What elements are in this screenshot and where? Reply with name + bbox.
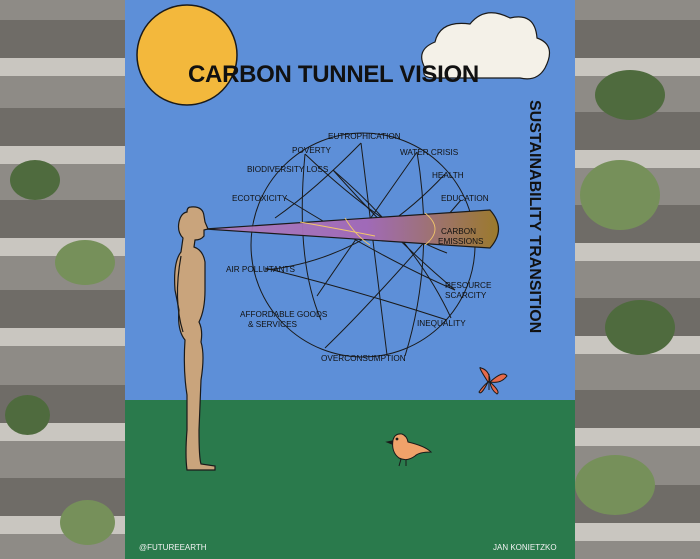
issue-water-crisis: WATER CRISIS <box>400 148 459 157</box>
issue-resource-scarcity-line2: SCARCITY <box>445 291 487 300</box>
issue-biodiversity-loss: BIODIVERSITY LOSS <box>247 165 329 174</box>
issue-labels: EUTROPHICATION WATER CRISIS POVERTY BIOD… <box>226 132 492 363</box>
focus-label-line2: EMISSIONS <box>438 237 484 246</box>
issue-overconsumption: OVERCONSUMPTION <box>321 354 406 363</box>
issue-air-pollutants: AIR POLLUTANTS <box>226 265 296 274</box>
credit-right: JAN KONIETZKO <box>493 543 557 552</box>
poster-illustration: CARBON TUNNEL VISION SUSTAINABILITY TRAN… <box>125 0 575 559</box>
issue-education: EDUCATION <box>441 194 489 203</box>
issue-inequality: INEQUALITY <box>417 319 466 328</box>
ground <box>125 400 575 559</box>
poster: CARBON TUNNEL VISION SUSTAINABILITY TRAN… <box>125 0 575 559</box>
poster-title: CARBON TUNNEL VISION <box>188 61 479 88</box>
credit-left: @FUTUREEARTH <box>139 543 207 552</box>
focus-label-line1: CARBON <box>441 227 476 236</box>
issue-health: HEALTH <box>432 171 464 180</box>
issue-resource-scarcity-line1: RESOURCE <box>445 281 492 290</box>
bird-icon <box>385 433 433 467</box>
human-figure <box>174 206 216 471</box>
issue-ecotoxicity: ECOTOXICITY <box>232 194 288 203</box>
issue-poverty: POVERTY <box>292 146 332 155</box>
building-right <box>575 0 700 559</box>
issue-eutrophication: EUTROPHICATION <box>328 132 401 141</box>
sun-icon <box>136 4 238 106</box>
issue-affordable-goods-line2: & SERVICES <box>248 320 298 329</box>
butterfly-icon <box>478 367 508 395</box>
cloud-icon <box>421 12 551 80</box>
issue-affordable-goods-line1: AFFORDABLE GOODS <box>240 310 328 319</box>
tunnel-vision-cone <box>204 209 500 249</box>
side-title: SUSTAINABILITY TRANSITION <box>526 100 543 333</box>
building-left <box>0 0 125 559</box>
